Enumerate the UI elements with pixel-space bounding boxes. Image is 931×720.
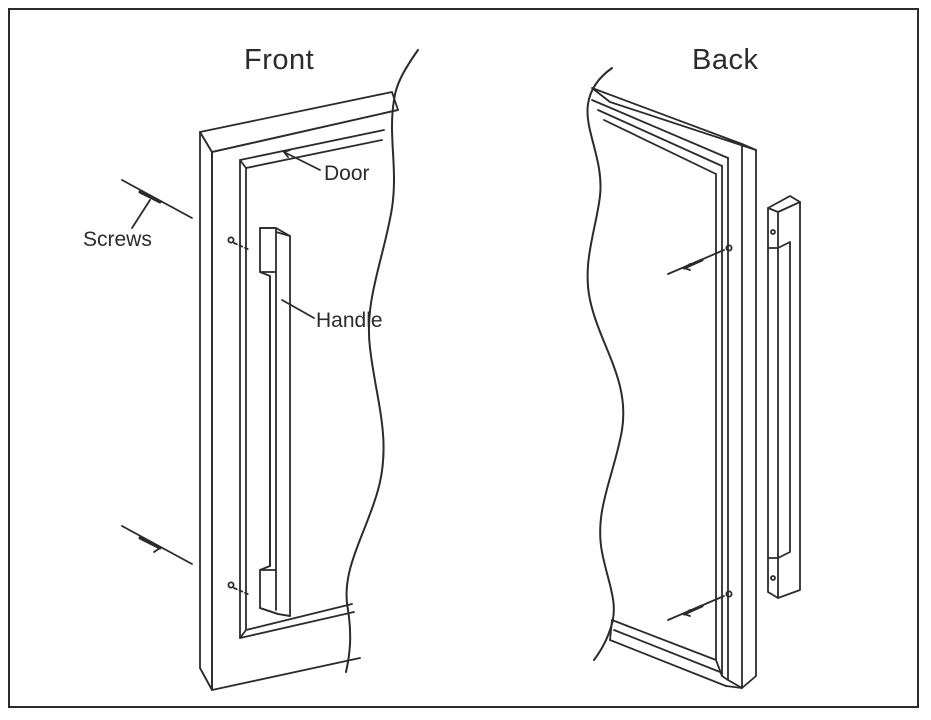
front-door-panel — [199, 91, 399, 691]
handle-callout: Handle — [316, 309, 383, 332]
screws-callout: Screws — [83, 228, 152, 251]
back-view-heading: Back — [692, 44, 759, 76]
back-cut-edge — [586, 67, 625, 661]
front-handle — [259, 227, 291, 617]
back-handle — [767, 195, 801, 599]
diagram-border — [8, 8, 919, 708]
door-leader — [283, 151, 321, 171]
door-callout: Door — [324, 162, 370, 185]
front-cut-edge — [345, 49, 419, 673]
back-door-panel — [591, 87, 757, 689]
front-view-heading: Front — [244, 44, 315, 76]
handle-leader — [281, 299, 315, 319]
front-screw-holes — [227, 236, 251, 596]
back-screws — [667, 244, 733, 621]
front-screws — [121, 179, 193, 565]
